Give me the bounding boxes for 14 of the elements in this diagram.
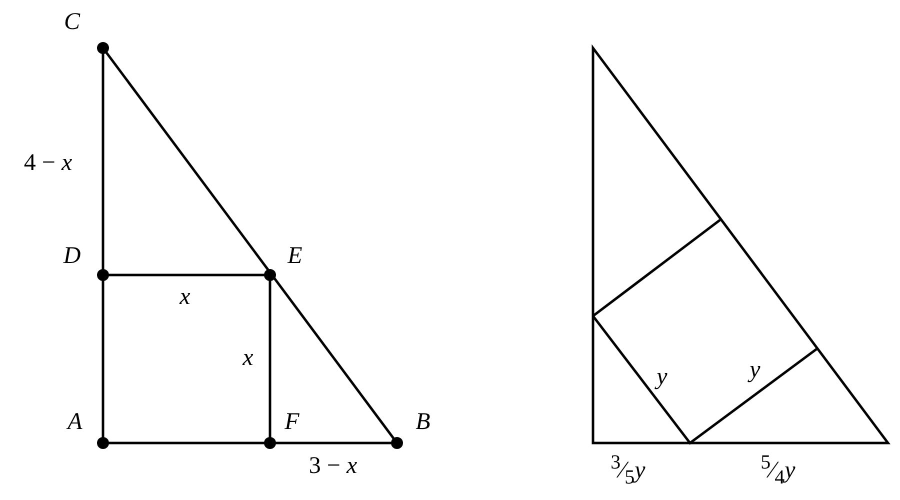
point-label: B (416, 410, 430, 434)
side-length-label: 3 − x (308, 454, 358, 478)
side-length-label: x (180, 285, 190, 309)
segment-length-label: $^{3}$⁄$_{5}$y (610, 452, 646, 488)
point-label: A (68, 410, 82, 434)
segment-length-label: $^{5}$⁄$_{4}$y (760, 452, 796, 488)
point-label: E (288, 244, 302, 268)
side-length-label: y (656, 365, 668, 389)
side-length-label: x (242, 346, 254, 370)
point-label: D (63, 244, 81, 268)
side-length-label: 4 − x (24, 151, 72, 175)
point-label: C (64, 10, 80, 34)
point-label: F (284, 410, 300, 434)
side-length-label: y (750, 358, 760, 382)
